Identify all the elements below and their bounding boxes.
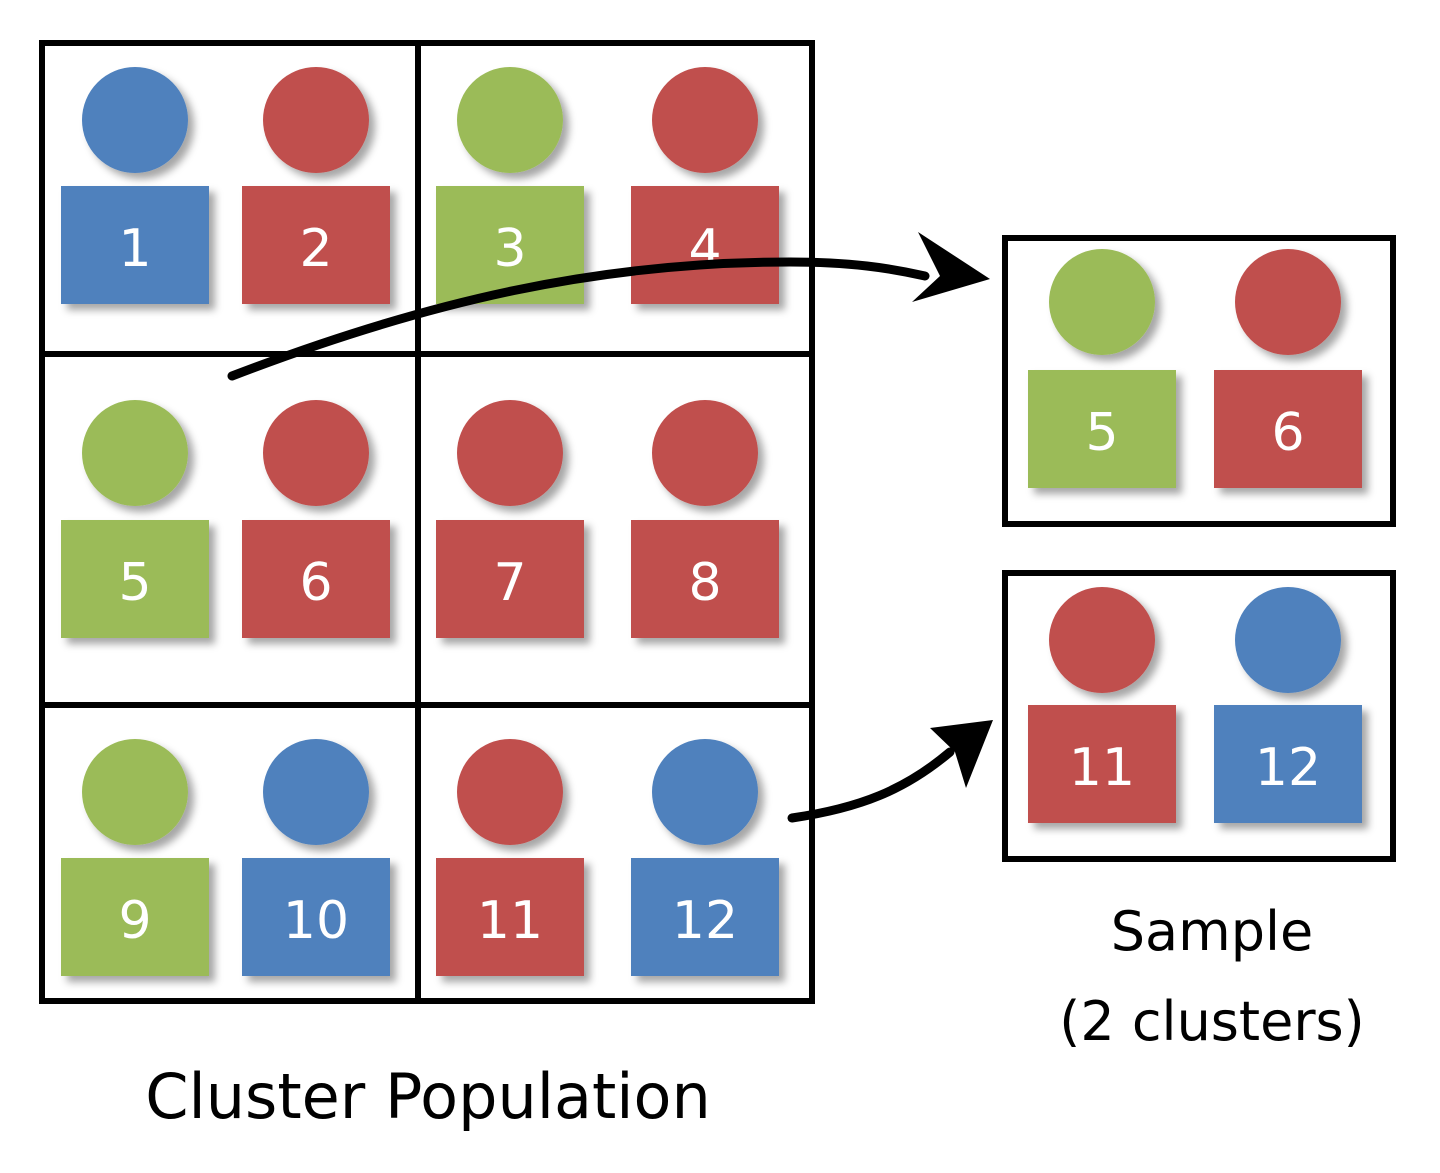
person-body: [436, 520, 584, 638]
person-head: [263, 400, 369, 506]
person-number-label: 8: [688, 553, 721, 613]
person-head: [457, 739, 563, 845]
person-number-label: 10: [283, 891, 349, 951]
arrow-to-sample-2: [787, 747, 955, 823]
person-figure: 11: [436, 739, 584, 976]
person-body: [61, 858, 209, 976]
person-body: [61, 520, 209, 638]
person-head: [82, 739, 188, 845]
person-body: [1214, 370, 1362, 488]
person-body: [631, 858, 779, 976]
person-figure: 8: [631, 400, 779, 638]
population-outer-frame: [39, 40, 815, 1004]
person-figure: 9: [61, 739, 209, 976]
sample-box-2: [1002, 570, 1396, 862]
person-figure: 1: [61, 67, 209, 304]
person-figure: 7: [436, 400, 584, 638]
person-number-label: 7: [493, 553, 526, 613]
person-number-label: 2: [299, 219, 332, 279]
person-figure: 10: [242, 739, 390, 976]
arrow-to-sample-1: [227, 257, 930, 381]
person-head: [652, 739, 758, 845]
sample-caption-line2: (2 clusters): [1059, 990, 1364, 1053]
person-body: [242, 858, 390, 976]
person-head: [82, 67, 188, 173]
person-number-label: 12: [1255, 738, 1321, 798]
person-body: [631, 520, 779, 638]
person-number-label: 11: [477, 891, 543, 951]
person-head: [82, 400, 188, 506]
person-figure: 11: [1028, 587, 1176, 823]
person-figure: 2: [242, 67, 390, 304]
person-head: [457, 67, 563, 173]
person-body: [436, 858, 584, 976]
person-head: [1049, 249, 1155, 355]
person-number-label: 5: [1085, 403, 1118, 463]
person-body: [242, 186, 390, 304]
person-body: [61, 186, 209, 304]
person-head: [263, 67, 369, 173]
person-number-label: 1: [118, 219, 151, 279]
person-body: [242, 520, 390, 638]
person-figure: 12: [631, 739, 779, 976]
selection-arrows: [227, 232, 993, 823]
person-figure: 6: [242, 400, 390, 638]
person-figure: 4: [631, 67, 779, 304]
sample-cluster: 11 12: [1028, 587, 1362, 823]
person-number-label: 4: [688, 219, 721, 279]
person-number-label: 12: [672, 891, 738, 951]
person-number-label: 6: [1271, 403, 1304, 463]
person-number-label: 9: [118, 891, 151, 951]
person-body: [1028, 370, 1176, 488]
person-body: [631, 186, 779, 304]
person-head: [263, 739, 369, 845]
person-head: [1235, 249, 1341, 355]
person-head: [652, 400, 758, 506]
person-head: [457, 400, 563, 506]
arrow-head-2: [930, 720, 993, 788]
sample-box-1: [1002, 235, 1396, 527]
person-figure: 5: [61, 400, 209, 638]
person-figure: 12: [1214, 587, 1362, 823]
person-body: [1028, 705, 1176, 823]
person-figure: 3: [436, 67, 584, 304]
population-caption: Cluster Population: [145, 1060, 711, 1133]
person-body: [1214, 705, 1362, 823]
person-head: [652, 67, 758, 173]
population-cluster: 9 10: [61, 739, 390, 976]
person-head: [1235, 587, 1341, 693]
sample-caption-line1: Sample: [1111, 900, 1313, 963]
person-figure: 5: [1028, 249, 1176, 488]
person-head: [1049, 587, 1155, 693]
person-number-label: 6: [299, 553, 332, 613]
arrow-head-1: [912, 232, 990, 302]
person-number-label: 5: [118, 553, 151, 613]
person-figure: 6: [1214, 249, 1362, 488]
person-number-label: 3: [493, 219, 526, 279]
person-number-label: 11: [1069, 738, 1135, 798]
population-cluster: 11 12: [436, 739, 779, 976]
